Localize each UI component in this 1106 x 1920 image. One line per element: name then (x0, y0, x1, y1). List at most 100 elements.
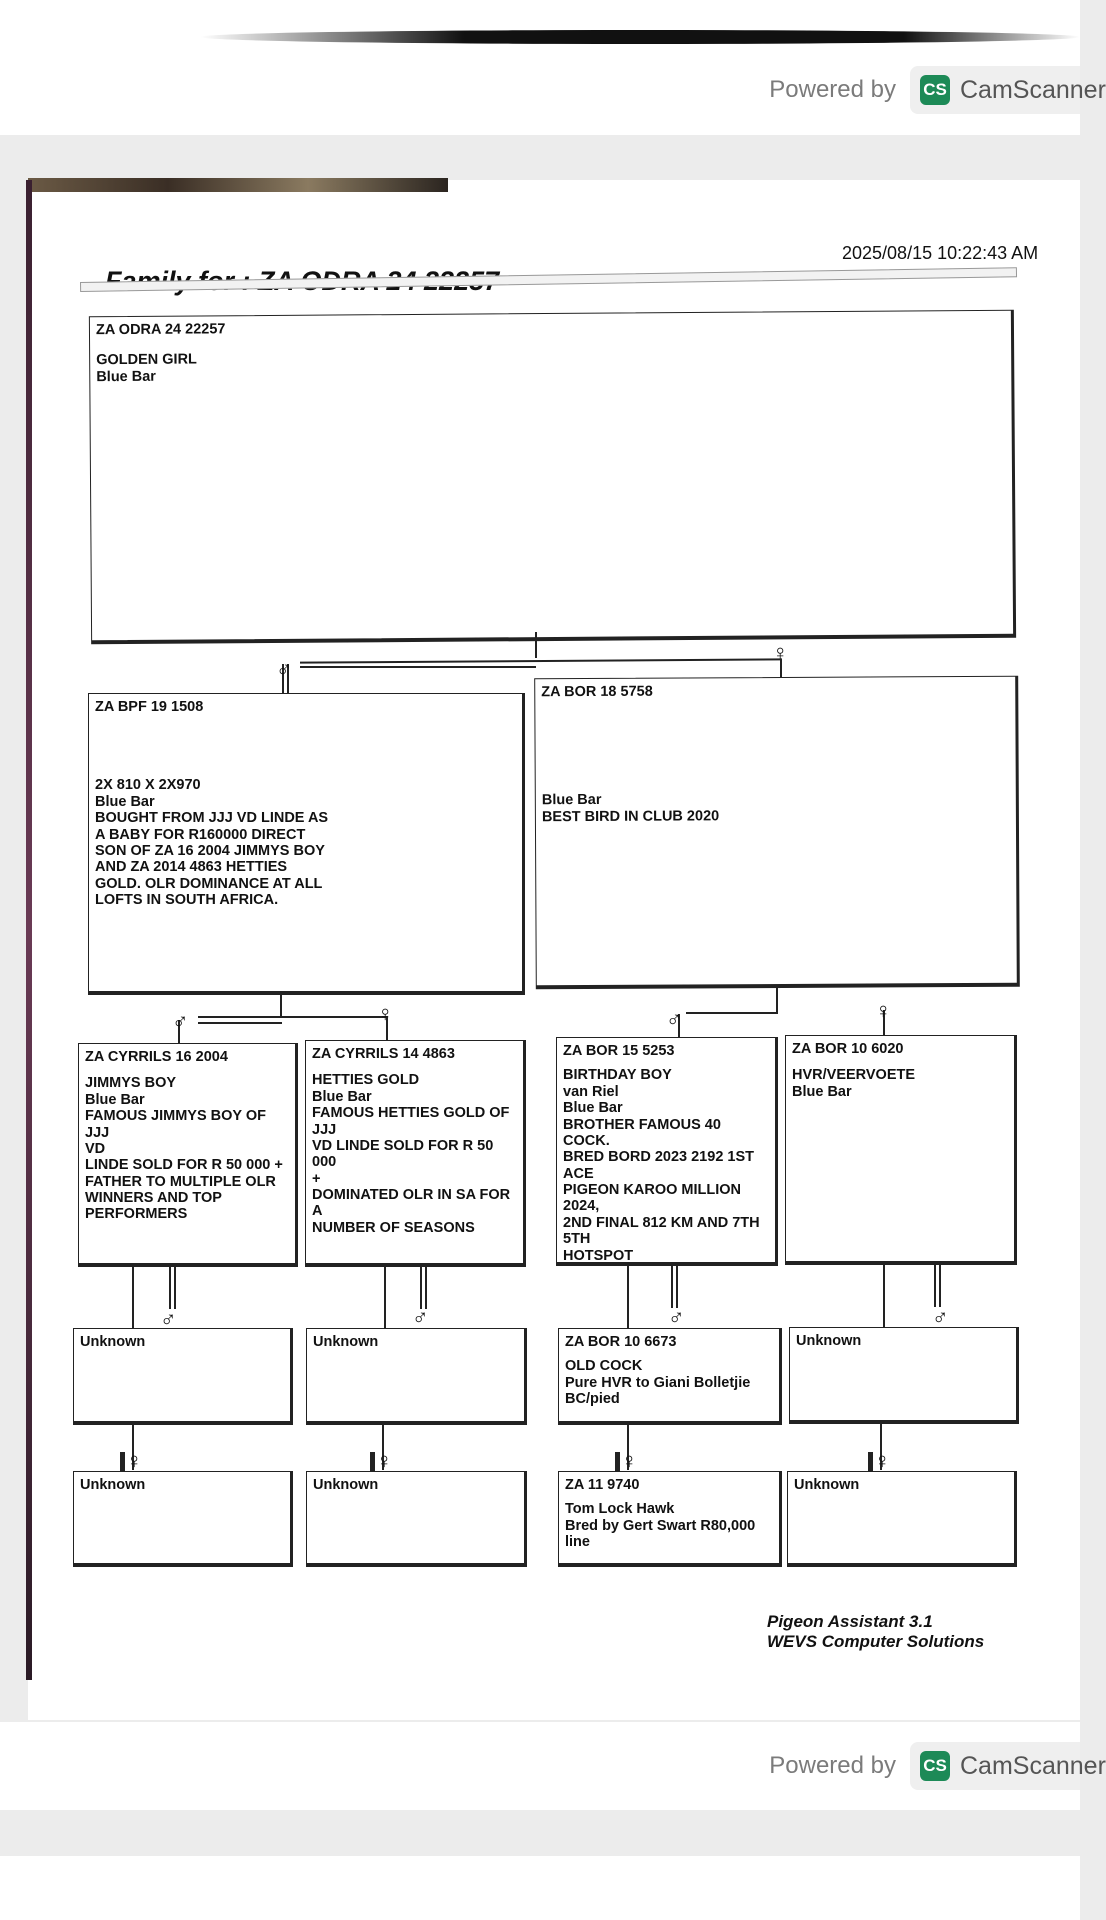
female-icon: ♀ (377, 1001, 394, 1026)
connector-line (535, 632, 537, 658)
connector-line (300, 666, 536, 668)
male-icon: ♂ (160, 1306, 177, 1331)
footer-line: WEVS Computer Solutions (767, 1631, 985, 1651)
subject-box: ZA ODRA 24 22257 GOLDEN GIRL Blue Bar (88, 309, 1017, 645)
connector-line (627, 1266, 629, 1328)
female-icon: ♀ (621, 1448, 638, 1473)
grandparent-line: LINDE SOLD FOR R 50 000 + (85, 1157, 283, 1174)
lower-white-band (0, 1856, 1080, 1920)
female-icon: ♀ (126, 1448, 143, 1473)
great-sire-id: Unknown (796, 1333, 862, 1349)
grandparent-line: JIMMYS BOY (85, 1075, 177, 1092)
sire-line: GOLD. OLR DOMINANCE AT ALL (95, 875, 323, 892)
grandparent-line: BIRTHDAY BOY (563, 1067, 672, 1084)
camscanner-brand: CamScanner (960, 1751, 1106, 1780)
connector-line (287, 664, 289, 700)
sire-line: 2X 810 X 2X970 (95, 777, 201, 794)
grandparent-line: FAMOUS HETTIES GOLD OF (312, 1105, 510, 1122)
connector-line (883, 1265, 885, 1327)
great-sire-line: Pure HVR to Giani Bolletjie (565, 1374, 751, 1391)
grandparent-line: VD LINDE SOLD FOR R 50 000 (312, 1137, 494, 1171)
great-dam-box: Unknown (306, 1471, 527, 1567)
grandparent-id: ZA BOR 15 5253 (563, 1043, 675, 1059)
male-icon: ♂ (276, 656, 293, 681)
grandparent-line: + (312, 1170, 321, 1187)
great-dam-line: line (565, 1534, 590, 1551)
male-icon: ♂ (412, 1304, 429, 1329)
grandparent-line: FAMOUS JIMMYS BOY OF JJJ (85, 1108, 267, 1141)
connector-line (868, 1452, 873, 1472)
great-sire-box: Unknown (306, 1328, 527, 1425)
connector-line (678, 1014, 680, 1038)
camscanner-brand: CamScanner (960, 75, 1106, 104)
footer-line: Pigeon Assistant 3.1 (767, 1612, 933, 1631)
camscanner-logo-icon: CS (920, 1751, 950, 1781)
connector-line (382, 1424, 384, 1470)
connector-line (370, 1452, 375, 1472)
great-dam-id: Unknown (313, 1477, 379, 1493)
grandparent-line: PIGEON KAROO MILLION (563, 1182, 742, 1198)
grandparent-line: HVR/VEERVOETE (792, 1067, 916, 1084)
great-sire-id: Unknown (313, 1334, 379, 1350)
grandparent-id: ZA CYRRILS 14 4863 (312, 1046, 455, 1062)
connector-line (776, 988, 778, 1014)
grandparent-line: 2024, (563, 1198, 600, 1215)
grandparent-line: van Riel (563, 1083, 619, 1100)
sire-line: SON OF ZA 16 2004 JIMMYS BOY (95, 842, 325, 859)
grandparent-line: 5TH (563, 1231, 591, 1248)
male-icon: ♂ (668, 1304, 685, 1329)
connector-line (425, 1267, 427, 1309)
grandparent-line: WINNERS AND TOP (85, 1190, 222, 1206)
great-sire-id: Unknown (80, 1334, 146, 1350)
grandparent-line: HOTSPOT (563, 1247, 634, 1264)
male-icon: ♂ (172, 1008, 189, 1033)
great-dam-box: Unknown (73, 1471, 293, 1567)
female-icon: ♀ (874, 1448, 891, 1473)
grandparent-line: BROTHER FAMOUS 40 COCK. (563, 1116, 721, 1149)
scanner-footer: Powered by CS CamScanner (0, 1722, 1106, 1810)
grandparent-line: Blue Bar (792, 1083, 852, 1100)
dam-box: ZA BOR 18 5758 Blue Bar BEST BIRD IN CLU… (534, 675, 1020, 990)
grandparent-line: Blue Bar (85, 1091, 145, 1108)
great-sire-line: OLD COCK (565, 1358, 643, 1375)
page-scan-strip (28, 178, 448, 192)
powered-by-badge: Powered by CS CamScanner (769, 66, 1106, 114)
sire-box: ZA BPF 19 1508 2X 810 X 2X970 Blue Bar B… (88, 693, 525, 995)
connector-line (169, 1267, 171, 1309)
great-dam-line: Tom Lock Hawk (565, 1501, 675, 1518)
software-footer: Pigeon Assistant 3.1 WEVS Computer Solut… (767, 1612, 984, 1651)
connector-line (880, 1424, 882, 1470)
grandparent-line: Blue Bar (563, 1100, 623, 1117)
grandparent-line: VD (85, 1140, 106, 1157)
sire-line: A BABY FOR R160000 DIRECT (95, 826, 306, 843)
powered-by-label: Powered by (769, 1752, 896, 1779)
camscanner-chip[interactable]: CS CamScanner (910, 66, 1106, 114)
grandparent-box: ZA CYRRILS 14 4863 HETTIES GOLD Blue Bar… (305, 1040, 526, 1267)
dam-id: ZA BOR 18 5758 (541, 683, 653, 701)
grandparent-line: Blue Bar (312, 1088, 372, 1105)
grandparent-line: BRED BORD 2023 2192 1ST (563, 1149, 754, 1166)
connector-line (174, 1267, 176, 1309)
connector-line (386, 1016, 388, 1042)
grandparent-line: ACE (563, 1165, 594, 1182)
camscanner-chip[interactable]: CS CamScanner (910, 1742, 1106, 1790)
female-icon: ♀ (875, 998, 892, 1023)
connector-line (686, 1012, 778, 1014)
grandparent-line: 2ND FINAL 812 KM AND 7TH (563, 1214, 760, 1231)
scanner-header: Powered by CS CamScanner (0, 0, 1106, 135)
connector-line (178, 1020, 180, 1044)
great-dam-line: Bred by Gert Swart R80,000 (565, 1517, 756, 1534)
great-dam-box: ZA 11 9740 Tom Lock Hawk Bred by Gert Sw… (558, 1471, 782, 1567)
sire-line: AND ZA 2014 4863 HETTIES (95, 859, 288, 876)
great-sire-box: ZA BOR 10 6673 OLD COCK Pure HVR to Gian… (558, 1328, 782, 1425)
connector-line (384, 1267, 386, 1329)
connector-line (120, 1452, 125, 1472)
sire-id: ZA BPF 19 1508 (95, 699, 204, 715)
dam-line: BEST BIRD IN CLUB 2020 (541, 808, 720, 825)
connector-line (280, 995, 282, 1017)
female-icon: ♀ (376, 1448, 393, 1473)
connector-line (132, 1267, 134, 1329)
powered-by-label: Powered by (769, 76, 896, 103)
connector-line (627, 1424, 629, 1470)
great-dam-box: Unknown (787, 1471, 1017, 1567)
